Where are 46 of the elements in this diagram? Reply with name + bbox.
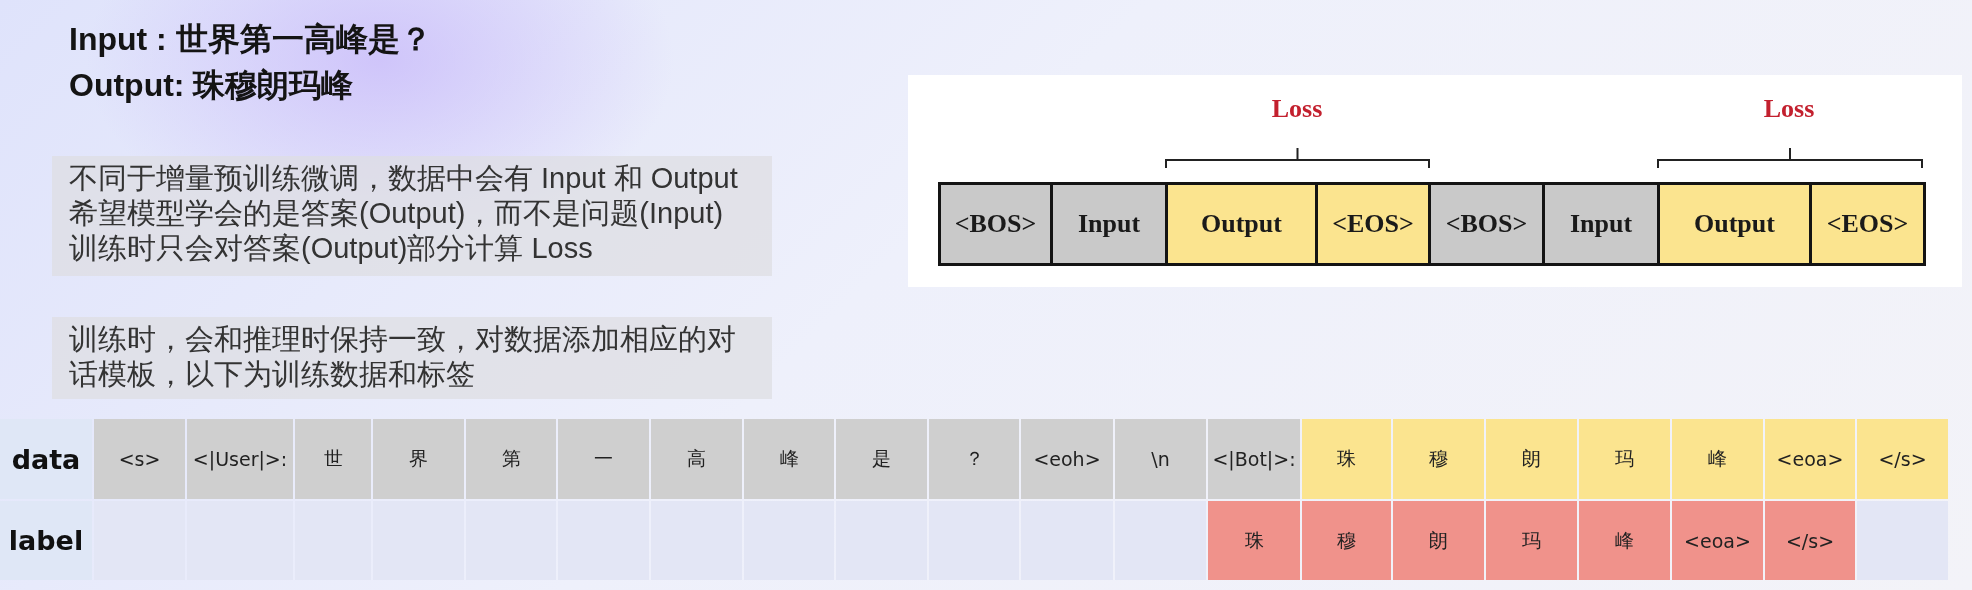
loss-label: Loss [1271, 94, 1323, 124]
table-cell: 朗 [1486, 419, 1577, 499]
note-text: 不同于增量预训练微调，数据中会有 Input 和 Output [69, 161, 739, 196]
table-cell: 第 [466, 419, 556, 499]
token-box: <EOS> [1809, 182, 1926, 266]
token-box: Output [1657, 182, 1812, 266]
table-cell: </s> [1765, 501, 1855, 580]
table-cell: <eoa> [1672, 501, 1763, 580]
table-cell: 穆 [1393, 419, 1484, 499]
table-cell: 珠 [1302, 419, 1391, 499]
table-cell: 珠 [1208, 501, 1300, 580]
note-text: 训练时只会对答案(Output)部分计算 Loss [69, 231, 594, 266]
token-box: Input [1050, 182, 1168, 266]
table-cell: 峰 [1579, 501, 1670, 580]
token-box: Input [1542, 182, 1660, 266]
table-cell: \n [1115, 419, 1206, 499]
table-cell: 一 [558, 419, 649, 499]
token-box: <BOS> [938, 182, 1053, 266]
table-cell: 玛 [1486, 501, 1577, 580]
table-cell: 峰 [744, 419, 834, 499]
table-cell: <s> [94, 419, 185, 499]
table-cell: 穆 [1302, 501, 1391, 580]
note-text: 希望模型学会的是答案(Output)，而不是问题(Input) [69, 196, 725, 231]
table-cell: </s> [1857, 419, 1948, 499]
table-cell: <eoa> [1765, 419, 1855, 499]
row-header: label [0, 501, 92, 580]
heading-text: Output: 珠穆朗玛峰 [69, 66, 354, 104]
row-header: data [0, 419, 92, 499]
table-cell: ？ [929, 419, 1019, 499]
note-text: 训练时，会和推理时保持一致，对数据添加相应的对话模板，以下为训练数据和标签 [69, 322, 737, 392]
token-box: <EOS> [1315, 182, 1431, 266]
token-box: <BOS> [1428, 182, 1545, 266]
token-box: Output [1165, 182, 1318, 266]
table-cell: 朗 [1393, 501, 1484, 580]
table-cell: 是 [836, 419, 927, 499]
table-cell: <|User|>: [187, 419, 293, 499]
note-panel [52, 156, 772, 276]
table-cell: 界 [373, 419, 464, 499]
heading-text: Input : 世界第一高峰是？ [69, 20, 432, 58]
table-cell: 玛 [1579, 419, 1670, 499]
table-cell: 高 [651, 419, 742, 499]
table-cell: <eoh> [1021, 419, 1113, 499]
table-cell: 世 [295, 419, 371, 499]
table-cell: 峰 [1672, 419, 1763, 499]
table-cell: <|Bot|>: [1208, 419, 1300, 499]
loss-label: Loss [1763, 94, 1815, 124]
